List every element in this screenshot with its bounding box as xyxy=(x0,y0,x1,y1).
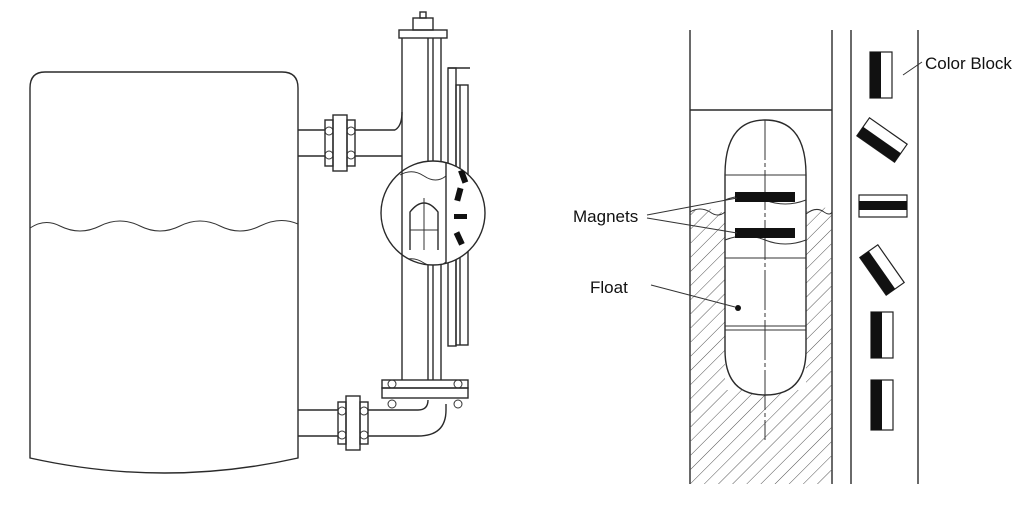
tank xyxy=(29,71,299,474)
float-body xyxy=(724,119,807,440)
color-block xyxy=(870,311,894,359)
magnets-label: Magnets xyxy=(573,207,638,226)
color-block-label: Color Block xyxy=(925,54,1012,73)
chamber-section xyxy=(689,30,833,484)
color-block xyxy=(856,116,908,164)
color-block xyxy=(858,244,906,296)
color-block-callout: Color Block xyxy=(902,54,1012,76)
float-label: Float xyxy=(590,278,628,297)
liquid-surface xyxy=(29,220,299,232)
indicator-column xyxy=(850,30,919,484)
float-callout: Float xyxy=(590,278,736,308)
color-block xyxy=(870,379,894,431)
color-block xyxy=(858,194,908,218)
lower-magnet xyxy=(735,228,795,238)
upper-connection xyxy=(298,111,403,172)
color-block xyxy=(869,51,893,99)
upper-magnet xyxy=(735,192,795,202)
float-center-point xyxy=(735,305,741,311)
lower-connection xyxy=(298,395,447,451)
magnets-callout: Magnets xyxy=(573,197,738,234)
detail-magnifier xyxy=(380,160,486,266)
